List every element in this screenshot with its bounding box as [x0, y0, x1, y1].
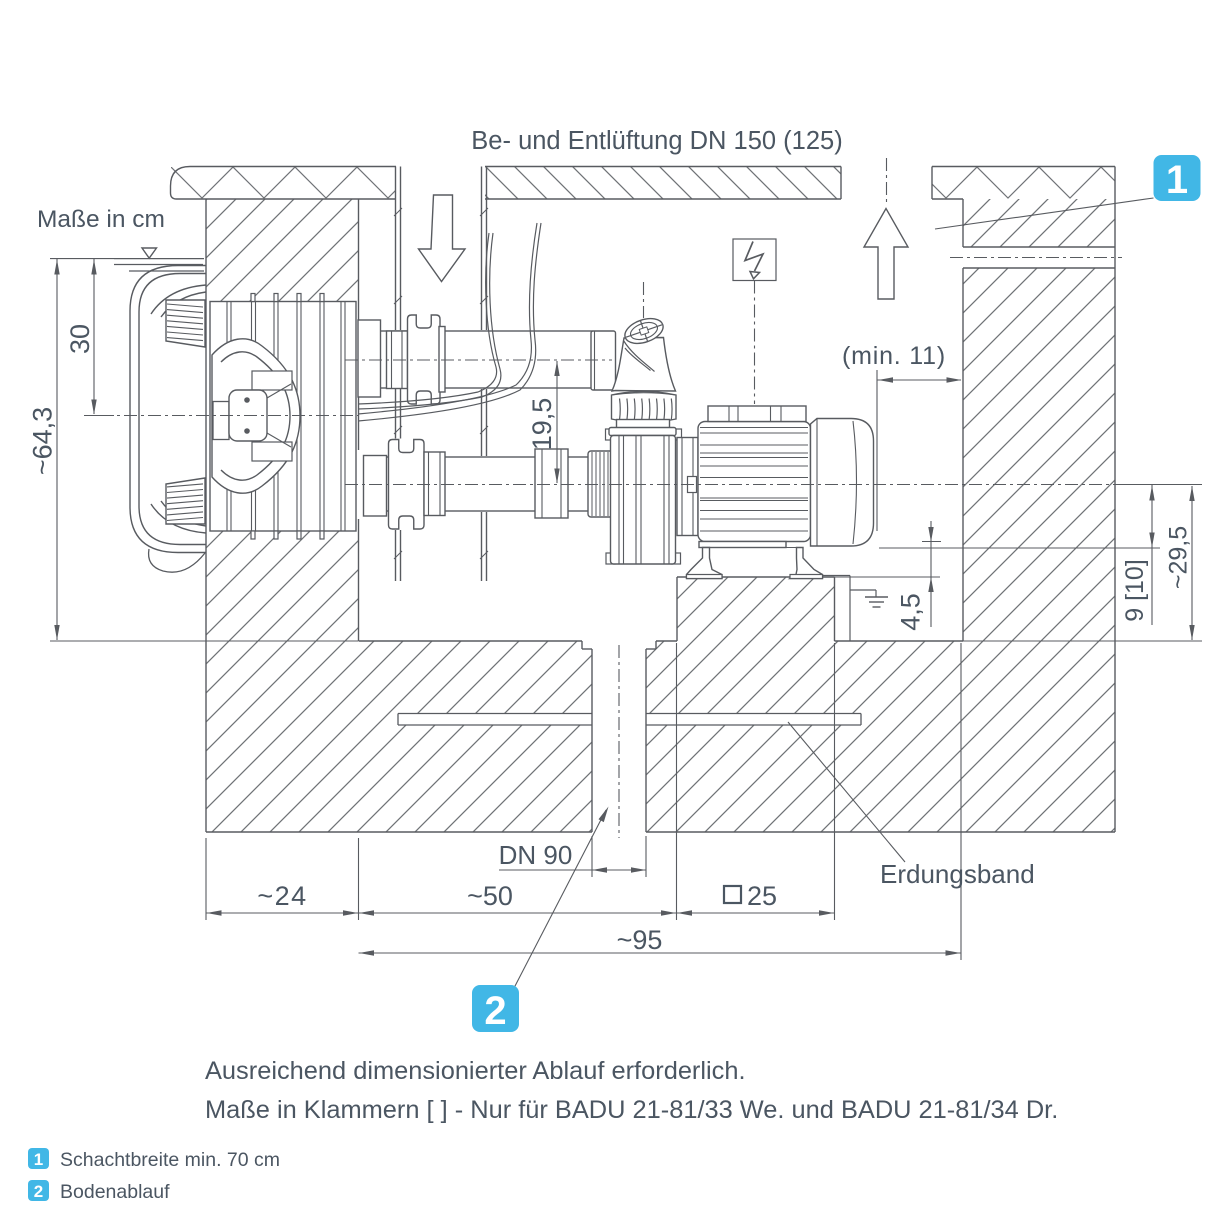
- svg-text:~64,3: ~64,3: [28, 407, 58, 475]
- svg-text:25: 25: [747, 881, 777, 911]
- svg-text:~24: ~24: [257, 881, 307, 911]
- svg-text:~95: ~95: [617, 925, 663, 955]
- svg-text:~50: ~50: [467, 881, 513, 911]
- svg-text:4,5: 4,5: [896, 593, 926, 631]
- svg-text:~29,5: ~29,5: [1165, 526, 1193, 589]
- svg-text:1: 1: [1166, 158, 1188, 202]
- svg-text:30: 30: [65, 324, 95, 354]
- svg-text:Maße in Klammern [ ] - Nur für: Maße in Klammern [ ] - Nur für BADU 21-8…: [205, 1096, 1058, 1124]
- svg-text:1: 1: [34, 1150, 43, 1169]
- svg-text:DN 90: DN 90: [499, 840, 573, 870]
- svg-text:(min. 11): (min. 11): [842, 342, 946, 370]
- svg-text:Bodenablauf: Bodenablauf: [60, 1181, 170, 1203]
- svg-text:Erdungsband: Erdungsband: [880, 859, 1035, 889]
- svg-text:Be- und Entlüftung DN 150 (125: Be- und Entlüftung DN 150 (125): [471, 127, 842, 155]
- svg-text:2: 2: [484, 989, 506, 1033]
- svg-text:Maße in cm: Maße in cm: [37, 206, 165, 233]
- svg-text:Schachtbreite min. 70 cm: Schachtbreite min. 70 cm: [60, 1149, 280, 1171]
- svg-text:2: 2: [34, 1182, 43, 1201]
- svg-text:Ausreichend dimensionierter Ab: Ausreichend dimensionierter Ablauf erfor…: [205, 1057, 746, 1085]
- svg-text:19,5: 19,5: [527, 398, 557, 451]
- svg-text:9 [10]: 9 [10]: [1121, 559, 1149, 622]
